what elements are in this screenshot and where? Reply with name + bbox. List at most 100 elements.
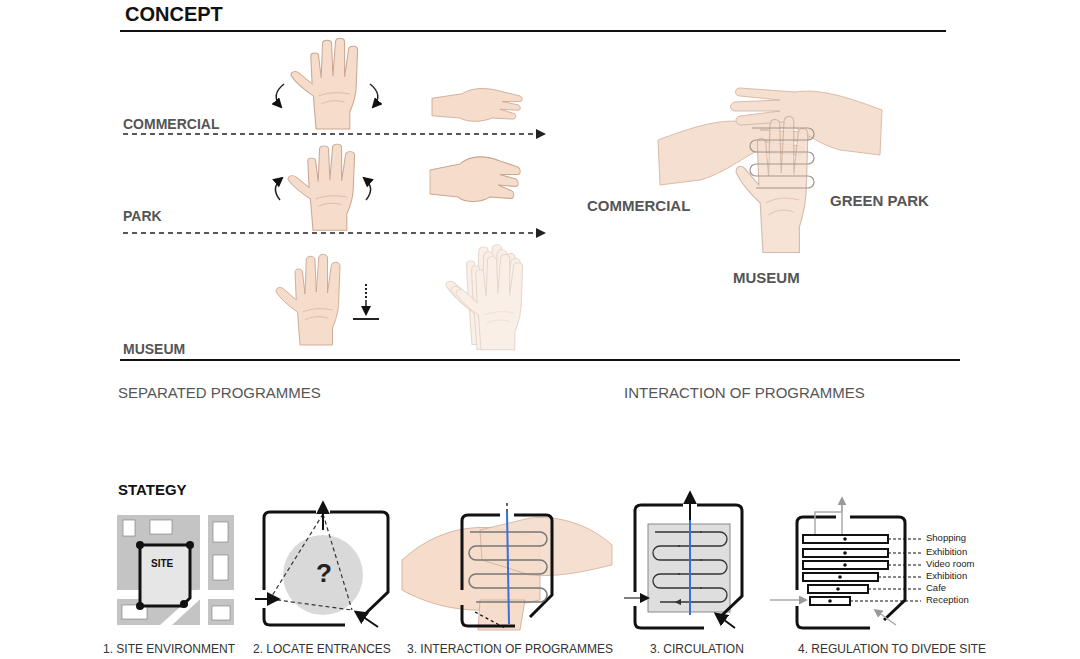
entrance-plan — [318, 512, 328, 514]
step-caption: 2. LOCATE ENTRANCES — [253, 643, 391, 657]
circulation-plan — [635, 505, 742, 628]
hand-illustration — [288, 144, 355, 230]
clasped-hands — [750, 128, 814, 188]
regulation-plan — [850, 539, 921, 601]
regulation-plan — [808, 585, 868, 593]
site-label: SITE — [151, 558, 173, 570]
regulation-plan — [875, 610, 896, 625]
dashed-arrow — [123, 129, 546, 238]
step-caption: 1. SITE ENVIRONMENT — [103, 643, 235, 657]
programme-label: Cafe — [926, 583, 946, 594]
regulation-plan — [797, 517, 905, 628]
regulation-plan — [810, 597, 850, 605]
interaction-plan — [506, 500, 507, 512]
circulation-plan — [624, 597, 648, 599]
entrance-plan — [270, 514, 352, 610]
caption-label: SEPARATED PROGRAMMES — [118, 384, 321, 401]
site-map — [150, 520, 172, 534]
programme-label: PARK — [123, 208, 162, 224]
regulation-plan — [770, 599, 806, 601]
circulation-plan — [624, 493, 742, 628]
regulation-plan — [843, 551, 847, 555]
rotation-arrow — [370, 84, 378, 107]
programme-label: Exhibition — [926, 547, 967, 558]
rotation-arrow — [275, 84, 377, 200]
site-map — [117, 515, 234, 625]
entrance-plan — [255, 598, 278, 600]
entrance-plan — [264, 512, 388, 625]
entrance-plan — [255, 503, 388, 627]
site-map — [212, 606, 230, 620]
regulation-plan — [843, 563, 847, 567]
interaction-plan — [507, 512, 509, 624]
regulation-plan — [868, 589, 921, 590]
regulation-plan — [878, 577, 921, 578]
programme-label: MUSEUM — [123, 341, 185, 357]
programme-label: COMMERCIAL — [123, 116, 219, 132]
hand-illustration — [456, 254, 523, 349]
hand-illustration — [432, 89, 522, 122]
regulation-plan — [850, 601, 921, 602]
regulation-plan — [803, 561, 888, 569]
dashed-arrow — [123, 133, 538, 135]
regulation-plan — [841, 498, 843, 512]
hand-illustration — [430, 157, 520, 202]
site-map — [117, 515, 234, 625]
regulation-plan — [888, 553, 921, 554]
regulation-plan — [836, 587, 840, 591]
step-caption: 3. INTERACTION OF PROGRAMMES — [407, 643, 613, 657]
regulation-plan — [803, 573, 878, 581]
regulation-plan — [803, 535, 888, 543]
site-map — [180, 600, 188, 608]
section-heading: STATEGY — [118, 481, 187, 498]
circulation-plan — [716, 614, 735, 628]
regulation-plan — [828, 537, 847, 603]
site-map — [136, 541, 144, 549]
hand-illustration — [276, 254, 340, 345]
regulation-plan — [843, 537, 847, 541]
programme-label: Exhibition — [926, 571, 967, 582]
entrance-plan — [322, 503, 324, 530]
site-map — [140, 545, 190, 606]
interaction-plan — [402, 500, 612, 630]
programme-label: MUSEUM — [733, 269, 800, 286]
drop-symbol — [365, 300, 367, 314]
clasped-hands — [736, 116, 808, 252]
interaction-plan — [475, 612, 505, 628]
site-map — [136, 602, 144, 610]
regulation-plan — [803, 535, 888, 605]
step-caption: 3. CIRCULATION — [650, 643, 744, 657]
drop-symbol — [353, 284, 379, 319]
site-map — [186, 541, 194, 549]
drop-symbol — [353, 318, 379, 320]
regulation-plan — [888, 539, 921, 540]
section-heading: CONCEPT — [125, 3, 223, 26]
hand-illustration — [276, 38, 523, 350]
drop-symbol — [365, 284, 367, 300]
regulation-plan — [803, 549, 888, 557]
regulation-plan — [888, 565, 921, 566]
dashed-arrow — [123, 232, 538, 234]
step-caption: 4. REGULATION TO DIVEDE SITE — [798, 643, 986, 657]
circulation-plan — [689, 493, 691, 520]
site-map — [200, 515, 208, 625]
site-map — [123, 520, 135, 536]
hand-illustration — [291, 38, 358, 129]
circulation-plan — [689, 512, 691, 615]
caption-label: INTERACTION OF PROGRAMMES — [624, 384, 865, 401]
rotation-arrow — [364, 178, 371, 200]
regulation-plan — [838, 575, 842, 579]
dashed-arrow — [536, 129, 546, 139]
regulation-plan — [828, 599, 832, 603]
programme-label: Shopping — [926, 533, 966, 544]
site-map — [213, 522, 228, 542]
rotation-arrow — [276, 84, 284, 107]
entrance-plan — [283, 535, 363, 615]
rule-line — [120, 30, 946, 32]
regulation-plan — [770, 498, 921, 628]
dashed-arrow — [536, 228, 546, 238]
rule-line — [120, 359, 960, 361]
hand-illustration — [446, 245, 522, 350]
question-mark: ? — [316, 559, 332, 589]
programme-label: Reception — [926, 595, 969, 606]
